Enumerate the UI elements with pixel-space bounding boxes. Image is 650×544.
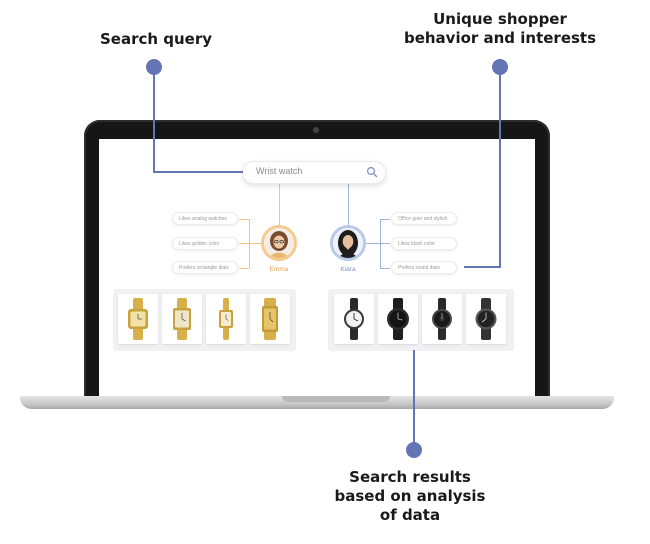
search-query-text: Wrist watch (256, 166, 303, 176)
callout-search-query-text: Search query (99, 30, 213, 48)
camera-icon (313, 127, 319, 133)
emma-interest-pill: Prefers rectangle dials (172, 261, 238, 274)
laptop-base (20, 396, 614, 409)
callout-results-line1: Search results (349, 468, 471, 486)
emma-interest-pill: Likes analog watches (172, 212, 238, 225)
avatar-emma (261, 225, 297, 261)
kiara-connector-mid (380, 243, 390, 244)
black-watch-icon (387, 298, 409, 340)
emma-interest-pill: Likes golden color (172, 237, 238, 250)
callout-shopper-line1: Unique shopper (433, 10, 567, 28)
gold-watch-icon (219, 298, 233, 340)
product-card[interactable] (466, 294, 506, 344)
kiara-interest-pill: Office goer and stylish (391, 212, 457, 225)
product-card[interactable] (250, 294, 290, 344)
results-callout-line-vertical (413, 350, 415, 450)
emma-interest-text: Likes golden color (179, 241, 220, 247)
shopper-name-kiara: Kiara (340, 266, 356, 273)
emma-connector-top (239, 219, 249, 220)
callout-results-line2: based on analysis (334, 487, 486, 505)
shopper-callout-dot (492, 59, 508, 75)
callout-unique-shopper: Unique shopper behavior and interests (385, 10, 615, 48)
callout-shopper-line2: behavior and interests (403, 29, 597, 47)
kiara-interest-pill: Likes black color (391, 237, 457, 250)
gold-watch-icon (128, 298, 148, 340)
kiara-connector-vertical (348, 182, 349, 226)
laptop-screen: Wrist watch Likes analog watches Likes g… (99, 139, 535, 397)
gold-watch-icon (173, 298, 191, 340)
callout-search-query: Search query (86, 30, 226, 49)
product-card[interactable] (118, 294, 158, 344)
search-input[interactable]: Wrist watch (242, 161, 386, 184)
product-card[interactable] (422, 294, 462, 344)
emma-interest-text: Likes analog watches (179, 216, 227, 222)
black-watch-icon (344, 298, 364, 340)
gold-watch-icon (262, 298, 278, 340)
shopper-name-emma: Emma (269, 266, 289, 273)
emma-connector-mid (239, 243, 249, 244)
avatar-kiara (330, 225, 366, 261)
search-callout-line-horizontal (153, 171, 243, 173)
kiara-connector-top (380, 219, 390, 220)
search-callout-line-vertical (153, 72, 155, 172)
product-card[interactable] (334, 294, 374, 344)
emma-connector-bracket (249, 219, 250, 268)
laptop-notch (282, 396, 390, 402)
search-callout-dot (146, 59, 162, 75)
person-icon (333, 228, 363, 258)
results-panel-kiara (328, 289, 514, 351)
shopper-callout-line-vertical (499, 72, 501, 268)
product-card[interactable] (162, 294, 202, 344)
emma-interest-text: Prefers rectangle dials (179, 265, 229, 271)
emma-connector-vertical (279, 182, 280, 226)
product-card[interactable] (378, 294, 418, 344)
kiara-interest-text: Office goer and stylish (398, 216, 448, 222)
product-card[interactable] (206, 294, 246, 344)
kiara-connector-horizontal (366, 243, 380, 244)
kiara-interest-pill: Prefers round dials (391, 261, 457, 274)
shopper-callout-line-horizontal (464, 266, 501, 268)
emma-connector-bottom (239, 268, 249, 269)
black-watch-icon (432, 298, 452, 340)
results-panel-emma (113, 289, 296, 351)
emma-connector-horizontal (249, 243, 261, 244)
kiara-connector-bottom (380, 268, 390, 269)
black-watch-icon (475, 298, 497, 340)
laptop-lid: Wrist watch Likes analog watches Likes g… (84, 120, 550, 399)
callout-results-line3: of data (379, 506, 441, 524)
search-icon[interactable] (366, 165, 378, 183)
kiara-interest-text: Likes black color (398, 241, 435, 247)
callout-search-results: Search results based on analysis of data (310, 468, 510, 525)
results-callout-dot (406, 442, 422, 458)
person-icon (264, 228, 294, 258)
kiara-interest-text: Prefers round dials (398, 265, 440, 271)
